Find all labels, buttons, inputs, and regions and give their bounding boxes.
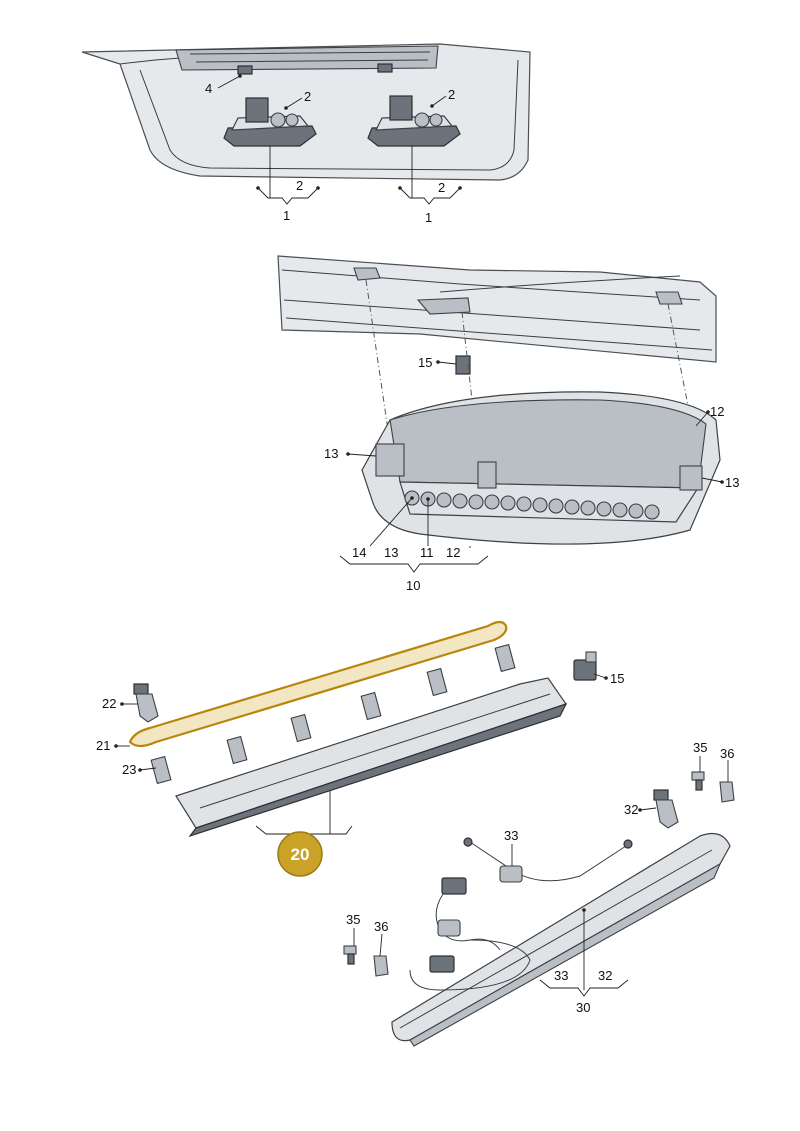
- gasket-21: [128, 620, 508, 748]
- callout-1: 1: [283, 208, 290, 223]
- grommet-part: [455, 355, 471, 375]
- callout-13: 13: [324, 446, 338, 461]
- callout-11: 11: [420, 545, 434, 560]
- callout-21: 21: [96, 738, 110, 753]
- callout-2: 2: [448, 87, 455, 102]
- fastener-32-right: [653, 789, 679, 829]
- assembly-badge[interactable]: 20: [277, 831, 323, 877]
- assembly-badge-label: 20: [291, 845, 310, 864]
- clip-part: [477, 461, 497, 489]
- callout-12: 12: [446, 545, 460, 560]
- callout-35: 35: [346, 912, 360, 927]
- callout-12: 12: [710, 404, 724, 419]
- callout-2: 2: [304, 89, 311, 104]
- callout-30: 30: [576, 1000, 590, 1015]
- grommet-15: [573, 651, 597, 681]
- callout-4: 4: [205, 81, 212, 96]
- callout-14: 14: [352, 545, 366, 560]
- section-brake-light-assembly: 35 36 32 33 35 36 33 32 30: [343, 740, 735, 1047]
- callout-23: 23: [122, 762, 136, 777]
- callout-36: 36: [374, 919, 388, 934]
- callout-22: 22: [102, 696, 116, 711]
- callout-35: 35: [693, 740, 707, 755]
- callout-2: 2: [438, 180, 445, 195]
- clip-part: [377, 63, 393, 73]
- housing-12: [361, 391, 721, 545]
- callout-15: 15: [418, 355, 432, 370]
- callout-15: 15: [610, 671, 624, 686]
- callout-10: 10: [406, 578, 420, 593]
- connector-part: [441, 877, 467, 895]
- section-spoiler-housing: 15 12 13 13 14 13 11 12 10: [277, 255, 739, 593]
- screw-35-left: [343, 945, 357, 965]
- led-row: [404, 490, 660, 520]
- lamp-holder-left: [223, 97, 317, 147]
- clip-row: [150, 643, 516, 785]
- screw-35-right: [691, 771, 705, 791]
- lamp-holder-right: [367, 95, 461, 147]
- callout-2: 2: [296, 178, 303, 193]
- clip-part: [375, 443, 405, 477]
- callout-32: 32: [598, 968, 612, 983]
- callout-32: 32: [624, 802, 638, 817]
- fastener-22: [133, 683, 159, 723]
- section-led-strip: 22 15 21 23 20: [96, 620, 624, 877]
- clip-part: [237, 65, 253, 75]
- callout-33: 33: [504, 828, 518, 843]
- callout-13: 13: [384, 545, 398, 560]
- callout-13: 13: [725, 475, 739, 490]
- callout-1: 1: [425, 210, 432, 225]
- clip-36-left: [373, 955, 389, 977]
- grommet-part: [499, 865, 523, 883]
- clip-part: [679, 465, 703, 491]
- clip-36-right: [719, 781, 735, 803]
- callout-36: 36: [720, 746, 734, 761]
- callout-33: 33: [554, 968, 568, 983]
- section-roof-lamps: 4 2 2 2 2 1 1: [81, 43, 531, 225]
